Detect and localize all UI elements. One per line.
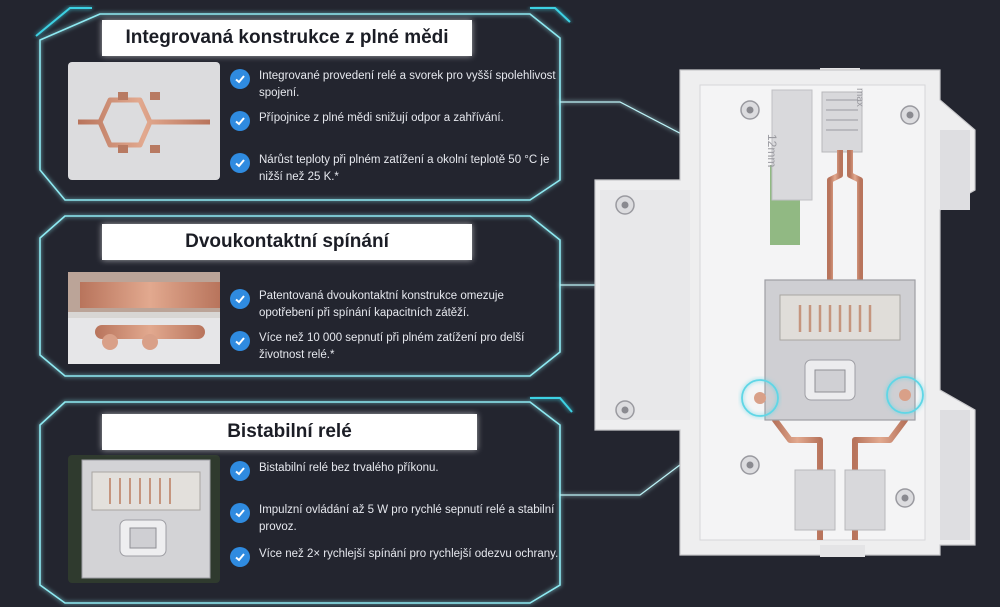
panel-accent-1 [530, 7, 571, 23]
section-3-bullet-1: Bistabilní relé bez trvalého příkonu. [230, 460, 559, 481]
device-strip-label: 12mm [765, 134, 779, 168]
thumb-3-illustration [68, 455, 220, 583]
check-icon [230, 461, 250, 481]
check-icon [230, 547, 250, 567]
check-icon [230, 503, 250, 523]
thumb-1-illustration [68, 62, 220, 180]
section-2-title: Dvoukontaktní spínání [102, 224, 472, 260]
panel-frame-2 [39, 215, 561, 377]
section-1-bullet-1: Integrované provedení relé a svorek pro … [230, 68, 559, 102]
check-icon [230, 111, 250, 131]
device-strip-label-max: max [854, 88, 865, 107]
section-2-bullet-2: Více než 10 000 sepnutí při plném zatíže… [230, 330, 559, 364]
check-icon [230, 69, 250, 89]
section-3-bullet-2: Impulzní ovládání až 5 W pro rychlé sepn… [230, 502, 559, 536]
check-icon [230, 289, 250, 309]
section-1-bullet-3: Nárůst teploty při plném zatížení a okol… [230, 152, 559, 186]
thumb-2-illustration [68, 272, 220, 364]
panel-frame-1 [39, 13, 561, 201]
panel-frame-3 [39, 401, 561, 604]
device-illustration [594, 68, 976, 557]
section-3-bullet-3: Více než 2× rychlejší spínání pro rychle… [230, 546, 559, 567]
check-icon [230, 153, 250, 173]
section-3-title: Bistabilní relé [102, 414, 477, 450]
section-1-bullet-2: Přípojnice z plné mědi snižují odpor a z… [230, 110, 559, 131]
check-icon [230, 331, 250, 351]
section-2-bullet-1: Patentovaná dvoukontaktní konstrukce ome… [230, 288, 559, 322]
section-1-title: Integrovaná konstrukce z plné mědi [102, 20, 472, 56]
